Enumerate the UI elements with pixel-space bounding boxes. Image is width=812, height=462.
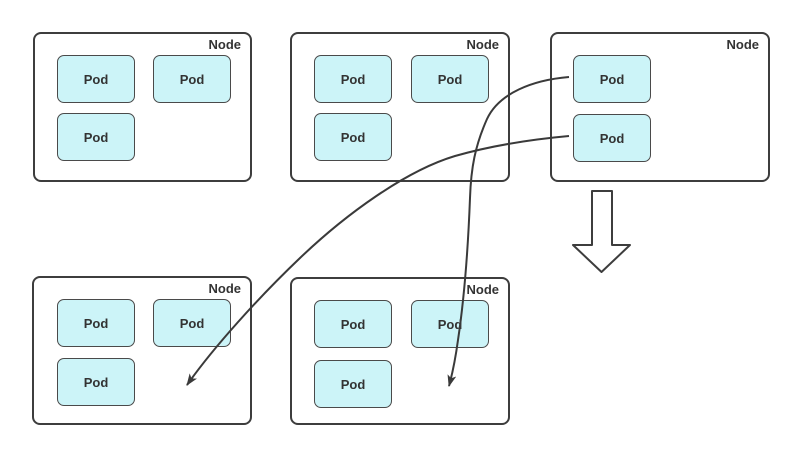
node-label: Node <box>208 281 242 296</box>
pod-label: Pod <box>437 71 463 87</box>
pod-box: Pod <box>153 55 231 103</box>
pod-box: Pod <box>314 113 392 161</box>
pod-box: Pod <box>314 360 392 408</box>
pod-label: Pod <box>83 129 109 145</box>
node-box-top-middle: Node Pod Pod Pod <box>290 32 510 182</box>
pod-box: Pod <box>411 300 489 348</box>
pod-box: Pod <box>57 55 135 103</box>
pod-label: Pod <box>340 376 366 392</box>
pod-box: Pod <box>314 300 392 348</box>
pod-label: Pod <box>340 316 366 332</box>
pod-box: Pod <box>573 55 651 103</box>
pod-box: Pod <box>57 299 135 347</box>
node-label: Node <box>726 37 760 52</box>
pod-label: Pod <box>179 315 205 331</box>
pod-label: Pod <box>437 316 463 332</box>
pod-label: Pod <box>340 71 366 87</box>
pod-label: Pod <box>179 71 205 87</box>
pod-label: Pod <box>83 71 109 87</box>
pod-box: Pod <box>411 55 489 103</box>
pod-box: Pod <box>314 55 392 103</box>
pod-label: Pod <box>83 315 109 331</box>
pod-box: Pod <box>57 113 135 161</box>
node-label: Node <box>466 37 500 52</box>
node-box-top-right: Node Pod Pod <box>550 32 770 182</box>
node-box-bottom-middle: Node Pod Pod Pod <box>290 277 510 425</box>
pod-box: Pod <box>57 358 135 406</box>
node-box-top-left: Node Pod Pod Pod <box>33 32 252 182</box>
pod-box: Pod <box>153 299 231 347</box>
node-box-bottom-left: Node Pod Pod Pod <box>32 276 252 425</box>
pod-label: Pod <box>340 129 366 145</box>
node-label: Node <box>466 282 500 297</box>
pod-label: Pod <box>599 71 625 87</box>
node-label: Node <box>208 37 242 52</box>
pod-label: Pod <box>599 130 625 146</box>
drain-down-arrow-icon <box>572 190 631 273</box>
pod-box: Pod <box>573 114 651 162</box>
pod-label: Pod <box>83 374 109 390</box>
